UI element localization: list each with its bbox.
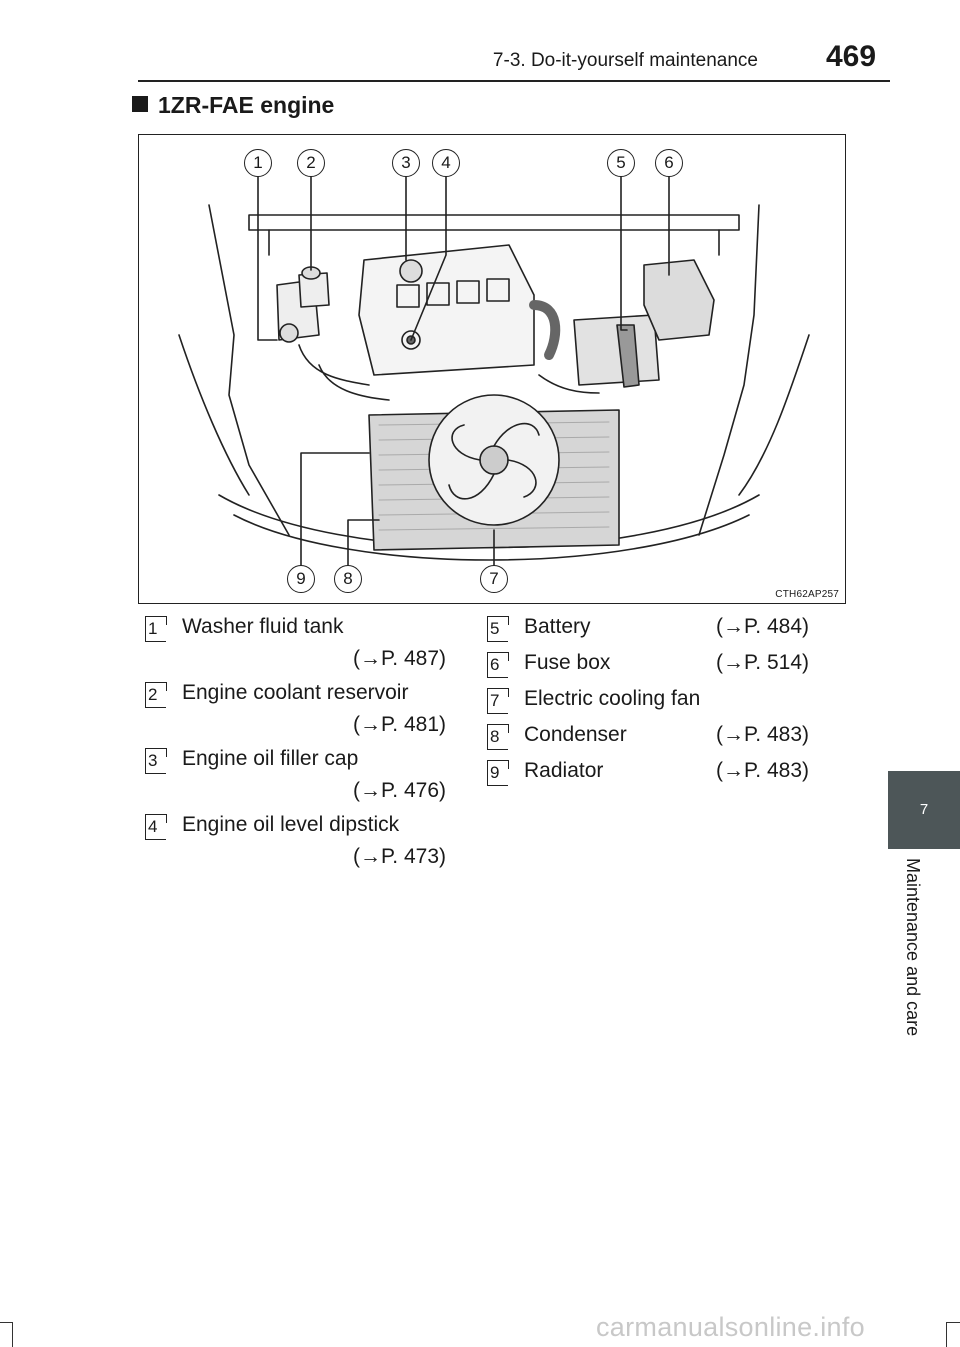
legend-label-1: Washer fluid tank [182, 615, 344, 638]
legend-number-2: 2 [145, 682, 167, 708]
legend-number-1: 1 [145, 616, 167, 642]
legend-ref-6: (→P. 514) [716, 651, 809, 674]
legend-item-radiator: 9 Radiator (→P. 483) [487, 755, 827, 791]
legend-label-7: Electric cooling fan [524, 687, 701, 710]
legend-item-fuse-box: 6 Fuse box (→P. 514) [487, 647, 827, 683]
figure-code: CTH62AP257 [775, 589, 839, 600]
legend-item-coolant-reservoir: 2 Engine coolant reservoir (→P. 481) [145, 677, 465, 743]
crop-mark [946, 1322, 960, 1323]
heading-text: 1ZR-FAE engine [158, 92, 335, 118]
page-number: 469 [826, 40, 877, 73]
legend-label-9: Radiator [524, 759, 604, 782]
legend-label-5: Battery [524, 615, 591, 638]
engine-compartment-figure: 1 2 3 4 5 6 7 8 9 CTH62AP257 [138, 134, 846, 604]
callout-2: 2 [297, 149, 325, 177]
legend-item-oil-filler-cap: 3 Engine oil filler cap (→P. 476) [145, 743, 465, 809]
watermark: carmanualsonline.info [596, 1312, 865, 1342]
heading-bullet-icon [132, 96, 148, 112]
legend-item-washer-fluid-tank: 1 Washer fluid tank (→P. 487) [145, 611, 465, 677]
legend-number-9: 9 [487, 760, 509, 786]
callout-3: 3 [392, 149, 420, 177]
legend-item-oil-dipstick: 4 Engine oil level dipstick (→P. 473) [145, 809, 465, 875]
engine-illustration [178, 176, 810, 568]
legend-ref-1: (→P. 487) [353, 647, 446, 670]
legend-label-4: Engine oil level dipstick [182, 813, 400, 836]
legend-item-battery: 5 Battery (→P. 484) [487, 611, 827, 647]
crop-mark [946, 1322, 947, 1347]
legend-number-7: 7 [487, 688, 509, 714]
legend-item-condenser: 8 Condenser (→P. 483) [487, 719, 827, 755]
callout-8: 8 [334, 565, 362, 593]
callout-7: 7 [480, 565, 508, 593]
legend-label-8: Condenser [524, 723, 627, 746]
legend-label-3: Engine oil filler cap [182, 747, 359, 770]
section-heading: 1ZR-FAE engine [132, 92, 334, 119]
callout-1: 1 [244, 149, 272, 177]
header-divider [138, 80, 890, 82]
chapter-tab[interactable]: 7 [888, 771, 960, 849]
crop-mark [0, 1322, 12, 1323]
legend-item-cooling-fan: 7 Electric cooling fan [487, 683, 827, 719]
legend-label-2: Engine coolant reservoir [182, 681, 409, 704]
callout-6: 6 [655, 149, 683, 177]
callout-9: 9 [287, 565, 315, 593]
legend-number-5: 5 [487, 616, 509, 642]
callout-5: 5 [607, 149, 635, 177]
legend-ref-5: (→P. 484) [716, 615, 809, 638]
legend-ref-2: (→P. 481) [353, 713, 446, 736]
legend-number-6: 6 [487, 652, 509, 678]
callout-4: 4 [432, 149, 460, 177]
crop-mark [12, 1322, 13, 1347]
legend-label-6: Fuse box [524, 651, 611, 674]
legend-ref-4: (→P. 473) [353, 845, 446, 868]
legend-number-8: 8 [487, 724, 509, 750]
legend-number-3: 3 [145, 748, 167, 774]
chapter-title: Maintenance and care [903, 858, 923, 1037]
legend-ref-8: (→P. 483) [716, 723, 809, 746]
section-title: 7-3. Do-it-yourself maintenance [492, 50, 758, 71]
legend-ref-9: (→P. 483) [716, 759, 809, 782]
legend-number-4: 4 [145, 814, 167, 840]
legend-ref-3: (→P. 476) [353, 779, 446, 802]
